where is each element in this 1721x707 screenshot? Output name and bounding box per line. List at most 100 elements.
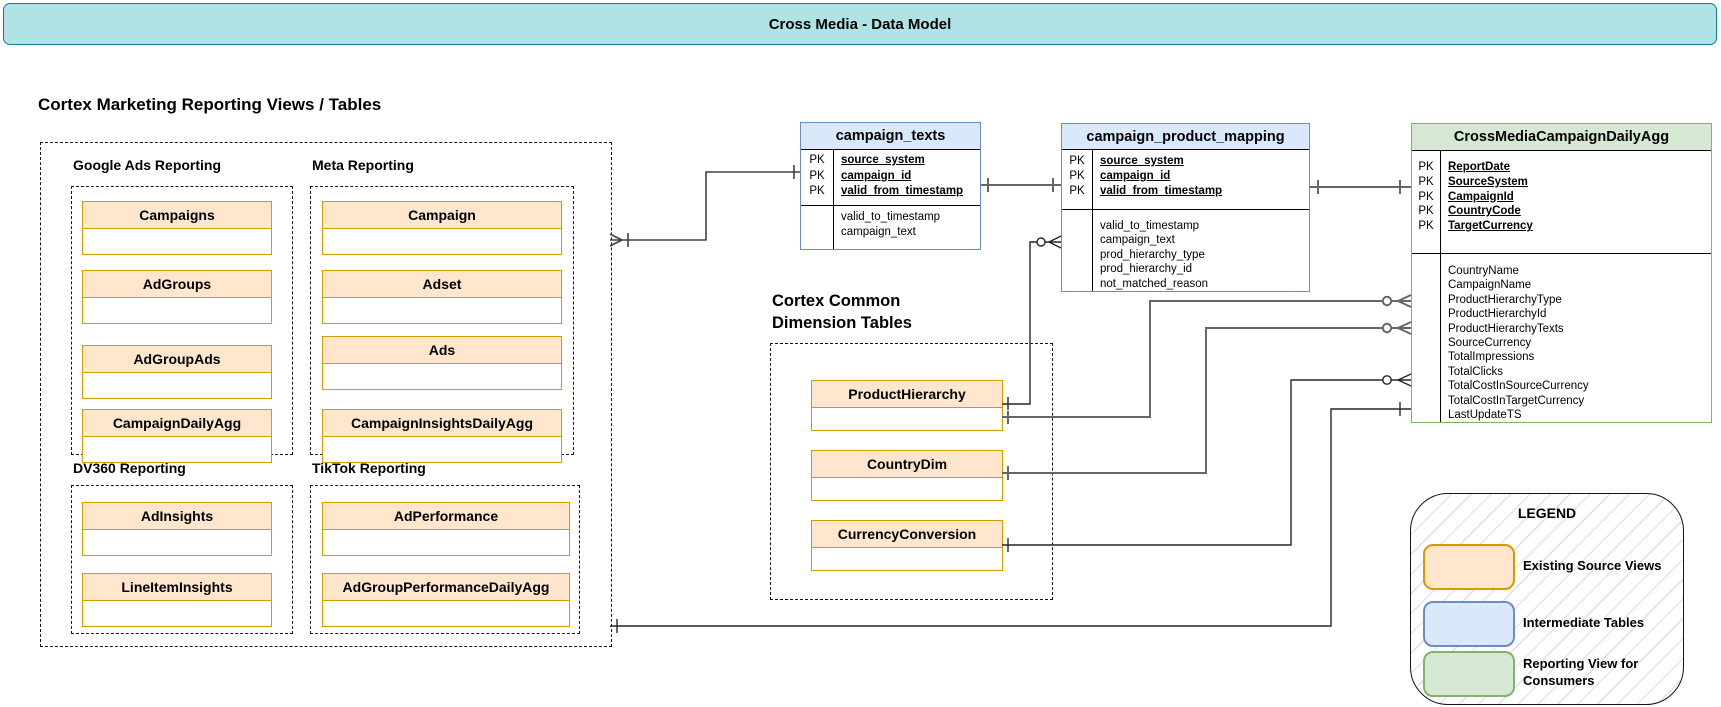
columns-section: valid_to_timestamp campaign_text <box>801 205 980 255</box>
connector-producthierarchy-to-crossmedia <box>1002 294 1412 424</box>
entity-adperformance: AdPerformance <box>322 502 570 556</box>
column-row: not_matched_reason <box>1100 277 1209 290</box>
group-label-meta: Meta Reporting <box>312 157 414 173</box>
entity-producthierarchy: ProductHierarchy <box>811 380 1003 431</box>
column-row: TotalCostInSourceCurrency <box>1448 380 1589 393</box>
marketing-section-container <box>40 142 612 647</box>
entity-body <box>83 298 271 323</box>
entity-body <box>323 298 561 323</box>
entity-title: CampaignDailyAgg <box>83 410 271 437</box>
entity-body <box>83 437 271 462</box>
entity-title: CurrencyConversion <box>812 521 1002 548</box>
pk-column-divider <box>1092 149 1093 291</box>
entity-body <box>323 530 569 555</box>
entity-title: AdPerformance <box>323 503 569 530</box>
legend-label: Existing Source Views <box>1523 557 1662 573</box>
column-row: SourceCurrency <box>1448 337 1532 350</box>
entity-title: AdInsights <box>83 503 271 530</box>
column-row: ProductHierarchyType <box>1448 293 1562 306</box>
legend-swatch-intermediate-tables <box>1423 601 1515 647</box>
group-box-dv360 <box>71 485 293 634</box>
connector-countrydim-to-crossmedia <box>1002 321 1412 480</box>
entity-countrydim: CountryDim <box>811 450 1003 501</box>
entity-currencyconversion: CurrencyConversion <box>811 520 1003 571</box>
legend-swatch-reporting-view <box>1423 651 1515 697</box>
entity-title: ProductHierarchy <box>812 381 1002 408</box>
pk-column-divider <box>1440 150 1441 422</box>
dimension-title-line2: Dimension Tables <box>772 314 912 332</box>
entity-body <box>323 229 561 254</box>
column-row: prod_hierarchy_id <box>1100 263 1193 276</box>
group-label-tiktok: TikTok Reporting <box>312 460 426 476</box>
column-row: campaign_text <box>841 226 916 238</box>
column-row: ProductHierarchyId <box>1448 308 1547 321</box>
entity-title: Ads <box>323 337 561 364</box>
entity-adgroupperformancedailyagg: AdGroupPerformanceDailyAgg <box>322 573 570 627</box>
group-box-tiktok <box>310 485 580 634</box>
dimension-section-title: Cortex Common Dimension Tables <box>772 290 912 334</box>
column-row: CountryName <box>1448 265 1519 277</box>
entity-title: AdGroupAds <box>83 346 271 373</box>
entity-body <box>83 601 271 626</box>
column-row: ProductHierarchyTexts <box>1448 322 1564 335</box>
entity-body <box>83 530 271 555</box>
connector-mapping-to-crossmedia <box>1310 180 1411 194</box>
column-row: CampaignName <box>1448 279 1532 292</box>
column-row: campaign_text <box>1100 234 1175 247</box>
group-label-dv360: DV360 Reporting <box>73 460 186 476</box>
entity-campaigns: Campaigns <box>82 201 272 255</box>
legend-label: Reporting View for Consumers <box>1523 656 1639 688</box>
entity-title: LineItemInsights <box>83 574 271 601</box>
group-label-google-ads: Google Ads Reporting <box>73 157 222 173</box>
entity-body <box>83 373 271 398</box>
legend-swatch-existing-source-views <box>1423 544 1515 590</box>
diagram-title-banner: Cross Media - Data Model <box>3 3 1717 45</box>
column-row: TotalClicks <box>1448 365 1503 378</box>
entity-title: CountryDim <box>812 451 1002 478</box>
table-title: CrossMediaCampaignDailyAgg <box>1412 124 1711 151</box>
entity-body <box>812 478 1002 500</box>
entity-adgroupads: AdGroupAds <box>82 345 272 399</box>
columns-section: CountryName CampaignName ProductHierarch… <box>1412 253 1711 432</box>
entity-adgroups: AdGroups <box>82 270 272 324</box>
entity-body <box>323 437 561 462</box>
entity-adinsights: AdInsights <box>82 502 272 556</box>
table-title: campaign_product_mapping <box>1062 124 1309 150</box>
connector-sources-to-campaign-texts <box>609 165 800 247</box>
pk-column-divider <box>833 149 834 249</box>
entity-title: Campaign <box>323 202 561 229</box>
dimension-title-line1: Cortex Common <box>772 292 901 310</box>
entity-body <box>83 229 271 254</box>
connector-texts-to-mapping <box>981 178 1061 192</box>
entity-title: AdGroups <box>83 271 271 298</box>
column-row: TotalImpressions <box>1448 351 1535 364</box>
legend-title: LEGEND <box>1517 505 1577 521</box>
connector-currencyconversion-to-crossmedia <box>1002 373 1412 552</box>
entity-title: AdGroupPerformanceDailyAgg <box>323 574 569 601</box>
column-row: valid_to_timestamp <box>1100 220 1200 232</box>
entity-lineiteminsights: LineItemInsights <box>82 573 272 627</box>
column-row: TotalCostInTargetCurrency <box>1448 394 1585 407</box>
legend-label: Intermediate Tables <box>1523 614 1645 630</box>
column-row: valid_to_timestamp <box>841 211 941 223</box>
diagram-title: Cross Media - Data Model <box>768 15 952 33</box>
column-row: prod_hierarchy_type <box>1100 248 1205 261</box>
column-row: LastUpdateTS <box>1448 409 1522 422</box>
entity-title: Campaigns <box>83 202 271 229</box>
entity-body <box>323 364 561 389</box>
